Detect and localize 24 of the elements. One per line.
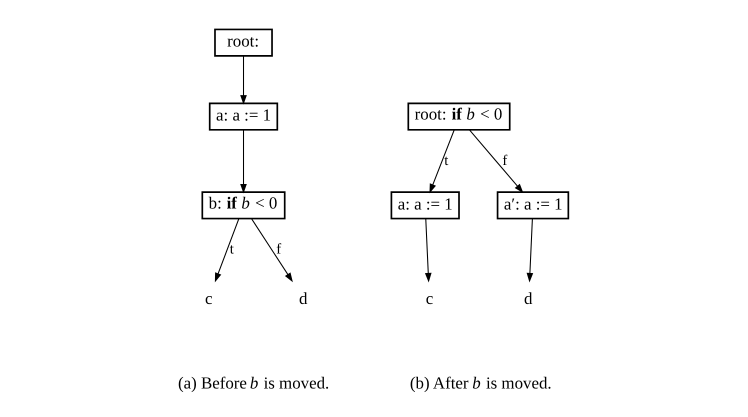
node-text: d (523, 288, 532, 308)
edge-label: t (229, 242, 234, 258)
edge-label: f (276, 242, 281, 258)
arrow (240, 56, 246, 105)
node-box: root: if b < 0 (406, 102, 510, 131)
arrow (526, 218, 533, 282)
node-text: c (425, 288, 433, 308)
arrow (240, 130, 246, 194)
label: (b) After b is moved. (409, 373, 552, 392)
arrow (250, 218, 292, 282)
arrow (468, 130, 523, 194)
node-box: b: if b < 0 (200, 191, 286, 220)
arrow (214, 218, 239, 282)
node-text: c (204, 288, 212, 308)
node-box: a: a := 1 (208, 102, 278, 131)
node-box: a: a := 1 (390, 191, 460, 220)
arrow (428, 130, 454, 194)
arrow (424, 218, 432, 282)
node-box: root: (214, 28, 272, 57)
edge-label: f (502, 152, 507, 169)
label: (a) Before b is moved. (178, 373, 329, 392)
node-text: d (298, 288, 307, 308)
node-box: a′: a := 1 (496, 191, 569, 220)
edge-label: t (444, 152, 448, 169)
